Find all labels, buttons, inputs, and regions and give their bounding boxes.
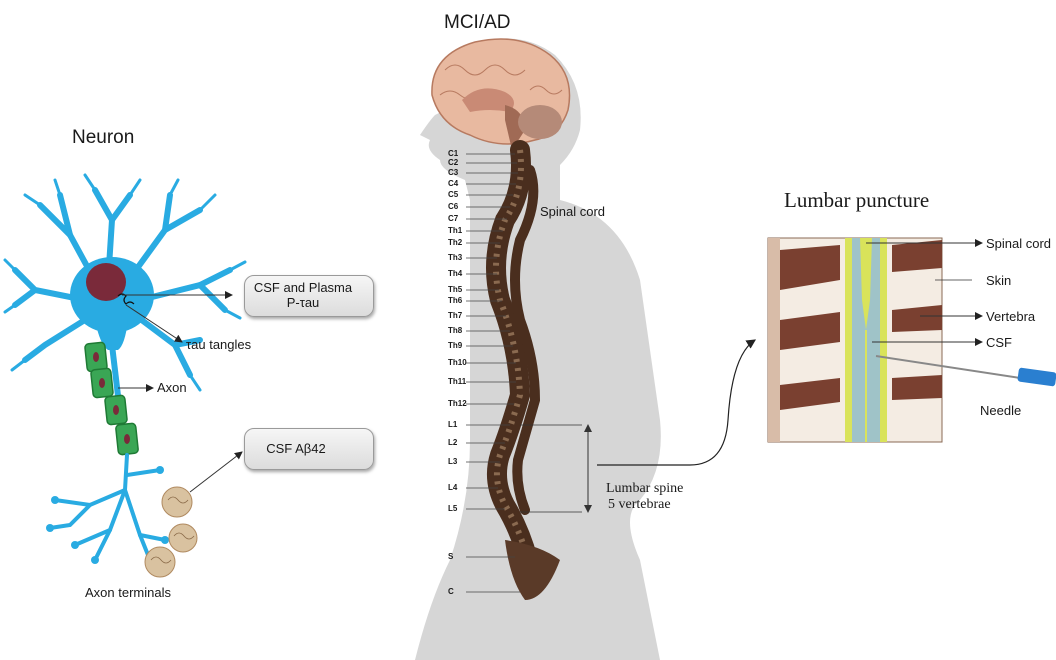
vertebra-label-th12: Th12 [448,399,467,408]
lp-vertebra-label: Vertebra [986,309,1035,324]
vertebra-label-c3: C3 [448,168,458,177]
neuron-nucleus [86,263,126,301]
tau-tangles-label: τau tangles [186,337,251,352]
vertebra-label-c5: C5 [448,190,458,199]
lp-spinal-cord-label: Spinal cord [986,236,1051,251]
vertebra-label-th11: Th11 [448,377,466,386]
lp-skin-label: Skin [986,273,1011,288]
ptau-line1: CSF and Plasma [245,280,361,295]
vertebra-label-th4: Th4 [448,269,462,278]
vertebra-label-th1: Th1 [448,226,462,235]
abeta-label: CSF Aβ42 [266,441,326,456]
vertebra-label-s: S [448,552,453,561]
lp-csf-label: CSF [986,335,1012,350]
ptau-biomarker-box: CSF and Plasma P-τau [244,275,374,317]
vertebra-label-l1: L1 [448,420,457,429]
axon-terminals-label: Axon terminals [85,585,171,600]
vertebra-labels: C1C2C3C4C5C6C7Th1Th2Th3Th4Th5Th6Th7Th8Th… [448,0,478,660]
vertebra-label-c1: C1 [448,149,458,158]
vertebra-label-l2: L2 [448,438,457,447]
lumbar-spine-count: 5 vertebrae [608,497,671,513]
vertebra-label-l3: L3 [448,457,457,466]
abeta-biomarker-box: CSF Aβ42 [244,428,374,470]
vertebra-label-c: C [448,587,454,596]
vertebra-label-l4: L4 [448,483,457,492]
ptau-line2: P-τau [245,295,361,310]
vertebra-label-th3: Th3 [448,253,462,262]
vertebra-label-c2: C2 [448,158,458,167]
vertebra-label-th6: Th6 [448,296,462,305]
vertebra-label-th8: Th8 [448,326,462,335]
spinal-cord-label: Spinal cord [540,204,605,219]
axon-label: Axon [157,380,187,395]
title-lumbar-puncture: Lumbar puncture [784,188,929,213]
vertebra-label-th5: Th5 [448,285,462,294]
vertebra-label-th7: Th7 [448,311,462,320]
vertebra-label-th9: Th9 [448,341,462,350]
vertebra-label-c7: C7 [448,214,458,223]
vertebra-label-c6: C6 [448,202,458,211]
title-neuron: Neuron [72,127,134,149]
vertebra-label-c4: C4 [448,179,458,188]
neuron-illustration [5,175,245,577]
vertebra-label-th10: Th10 [448,358,467,367]
vertebra-label-l5: L5 [448,504,457,513]
lp-needle-label: Needle [980,403,1021,418]
lumbar-spine-label: Lumbar spine [606,481,683,497]
vertebra-label-th2: Th2 [448,238,462,247]
